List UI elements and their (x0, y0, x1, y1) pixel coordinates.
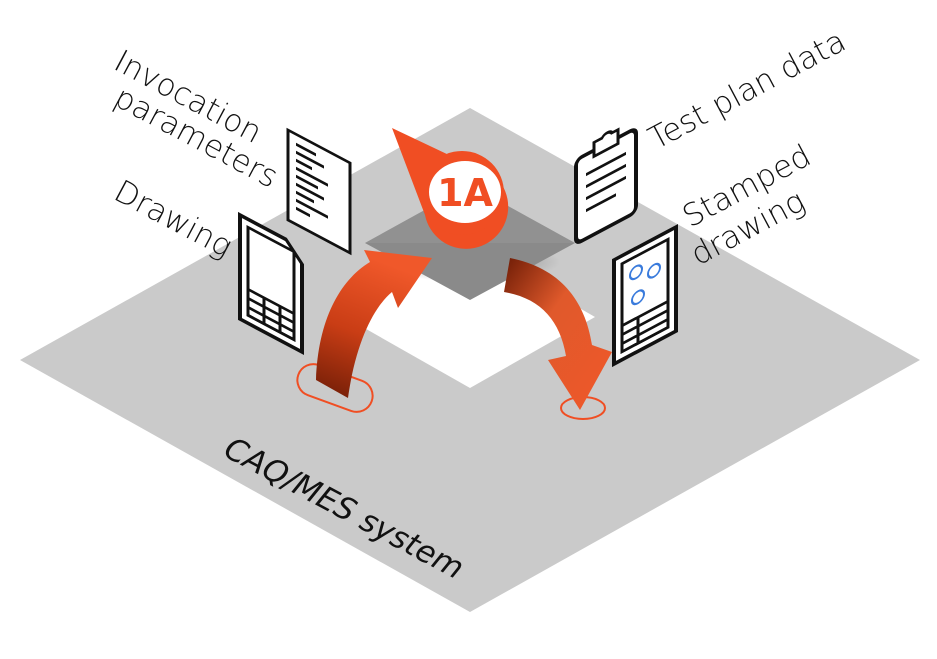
return-arrow (504, 258, 612, 410)
clipboard-icon (574, 127, 638, 244)
document-icon (286, 127, 352, 256)
platform-opening (345, 245, 595, 388)
drawing-icon (238, 211, 304, 356)
drawing-label: Drawing (108, 173, 238, 265)
stamped-drawing-icon (612, 223, 678, 368)
badge-label: 1A (437, 171, 493, 215)
step-badge: 1A (392, 128, 509, 249)
test-plan-label: Test plan data (643, 23, 852, 157)
upload-arrow (316, 250, 432, 398)
